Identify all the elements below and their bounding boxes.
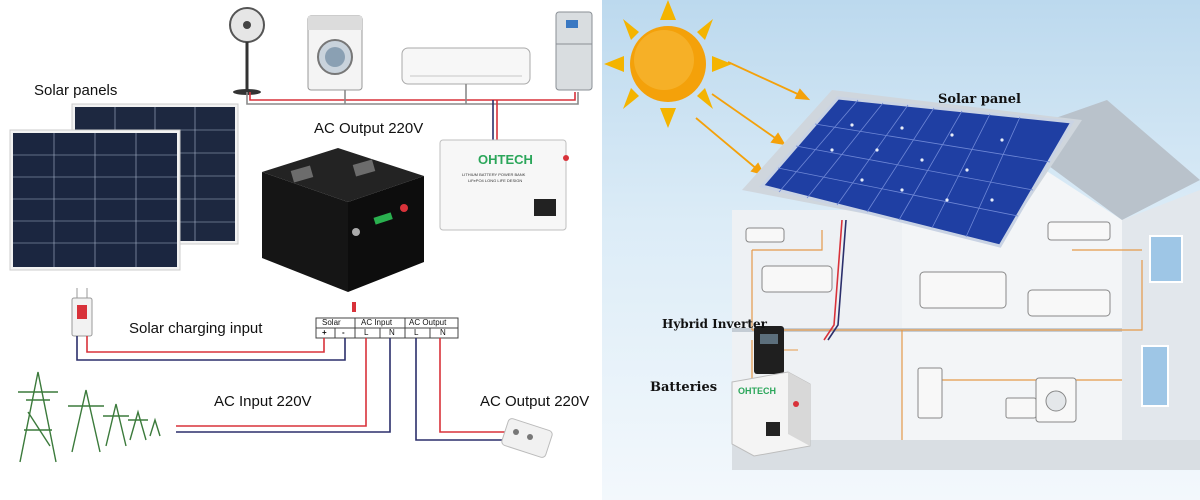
wiring-lines — [76, 336, 506, 441]
household-wiring — [751, 230, 1143, 440]
air-conditioner-icon — [401, 47, 531, 85]
washing-machine-icon — [307, 15, 363, 91]
right-house-diagram: Solar panel Hybrid Inverter Batteries OH… — [602, 0, 1200, 500]
terminal-pin-input-n: N — [389, 328, 395, 337]
ac-output-bus — [246, 84, 579, 140]
label-ac-output-bottom: AC Output 220V — [480, 393, 590, 410]
label-solar-panels: Solar panels — [34, 82, 118, 99]
terminal-pin-output-l: L — [414, 328, 419, 337]
left-diagram-graphics — [9, 7, 593, 463]
interior-furniture — [745, 221, 1111, 423]
battery-unit-icon — [731, 371, 811, 457]
label-solar-panel: Solar panel — [938, 92, 1021, 107]
lithium-battery-icon — [262, 148, 424, 292]
terminal-group-ac-output: AC Output — [409, 318, 447, 327]
sun-icon — [604, 0, 732, 128]
battery-brand-logo: OHTECH — [738, 386, 776, 396]
label-batteries: Batteries — [650, 380, 718, 395]
terminal-group-ac-input: AC Input — [361, 318, 393, 327]
solar-panels-group — [9, 103, 239, 271]
inverter-subtext-2: LiFePO4 LONG LIFE DESIGN — [468, 178, 523, 183]
standing-fan-icon — [229, 7, 265, 95]
terminal-pin-output-n: N — [440, 328, 446, 337]
terminal-pin-negative: - — [342, 328, 345, 337]
label-ac-input: AC Input 220V — [214, 393, 312, 410]
refrigerator-icon — [555, 11, 593, 91]
left-wiring-diagram: Solar panels AC Output 220V Solar chargi… — [9, 7, 593, 463]
label-solar-charging-input: Solar charging input — [129, 320, 263, 337]
wall-inverter-icon — [439, 139, 569, 231]
power-strip-icon — [501, 418, 553, 458]
inverter-brand-logo: OHTECH — [478, 152, 533, 167]
terminal-pin-positive: + — [322, 328, 327, 337]
roof-solar-panel — [759, 96, 1075, 248]
sun-ray-arrows — [695, 61, 811, 176]
label-hybrid-inverter: Hybrid Inverter — [662, 317, 767, 331]
inverter-subtext-1: LITHIUM BATTERY POWER BANK — [462, 172, 526, 177]
transmission-towers-icon — [18, 371, 161, 463]
terminal-group-solar: Solar — [322, 318, 341, 327]
right-diagram-graphics — [604, 0, 1200, 470]
terminal-block — [315, 317, 459, 339]
label-ac-output-top: AC Output 220V — [314, 120, 424, 137]
hybrid-inverter-icon — [754, 326, 798, 374]
panel-to-inverter-cable — [823, 219, 847, 341]
terminal-pin-input-l: L — [364, 328, 369, 337]
house-windows — [1141, 235, 1183, 407]
solar-breaker-icon — [71, 288, 93, 337]
